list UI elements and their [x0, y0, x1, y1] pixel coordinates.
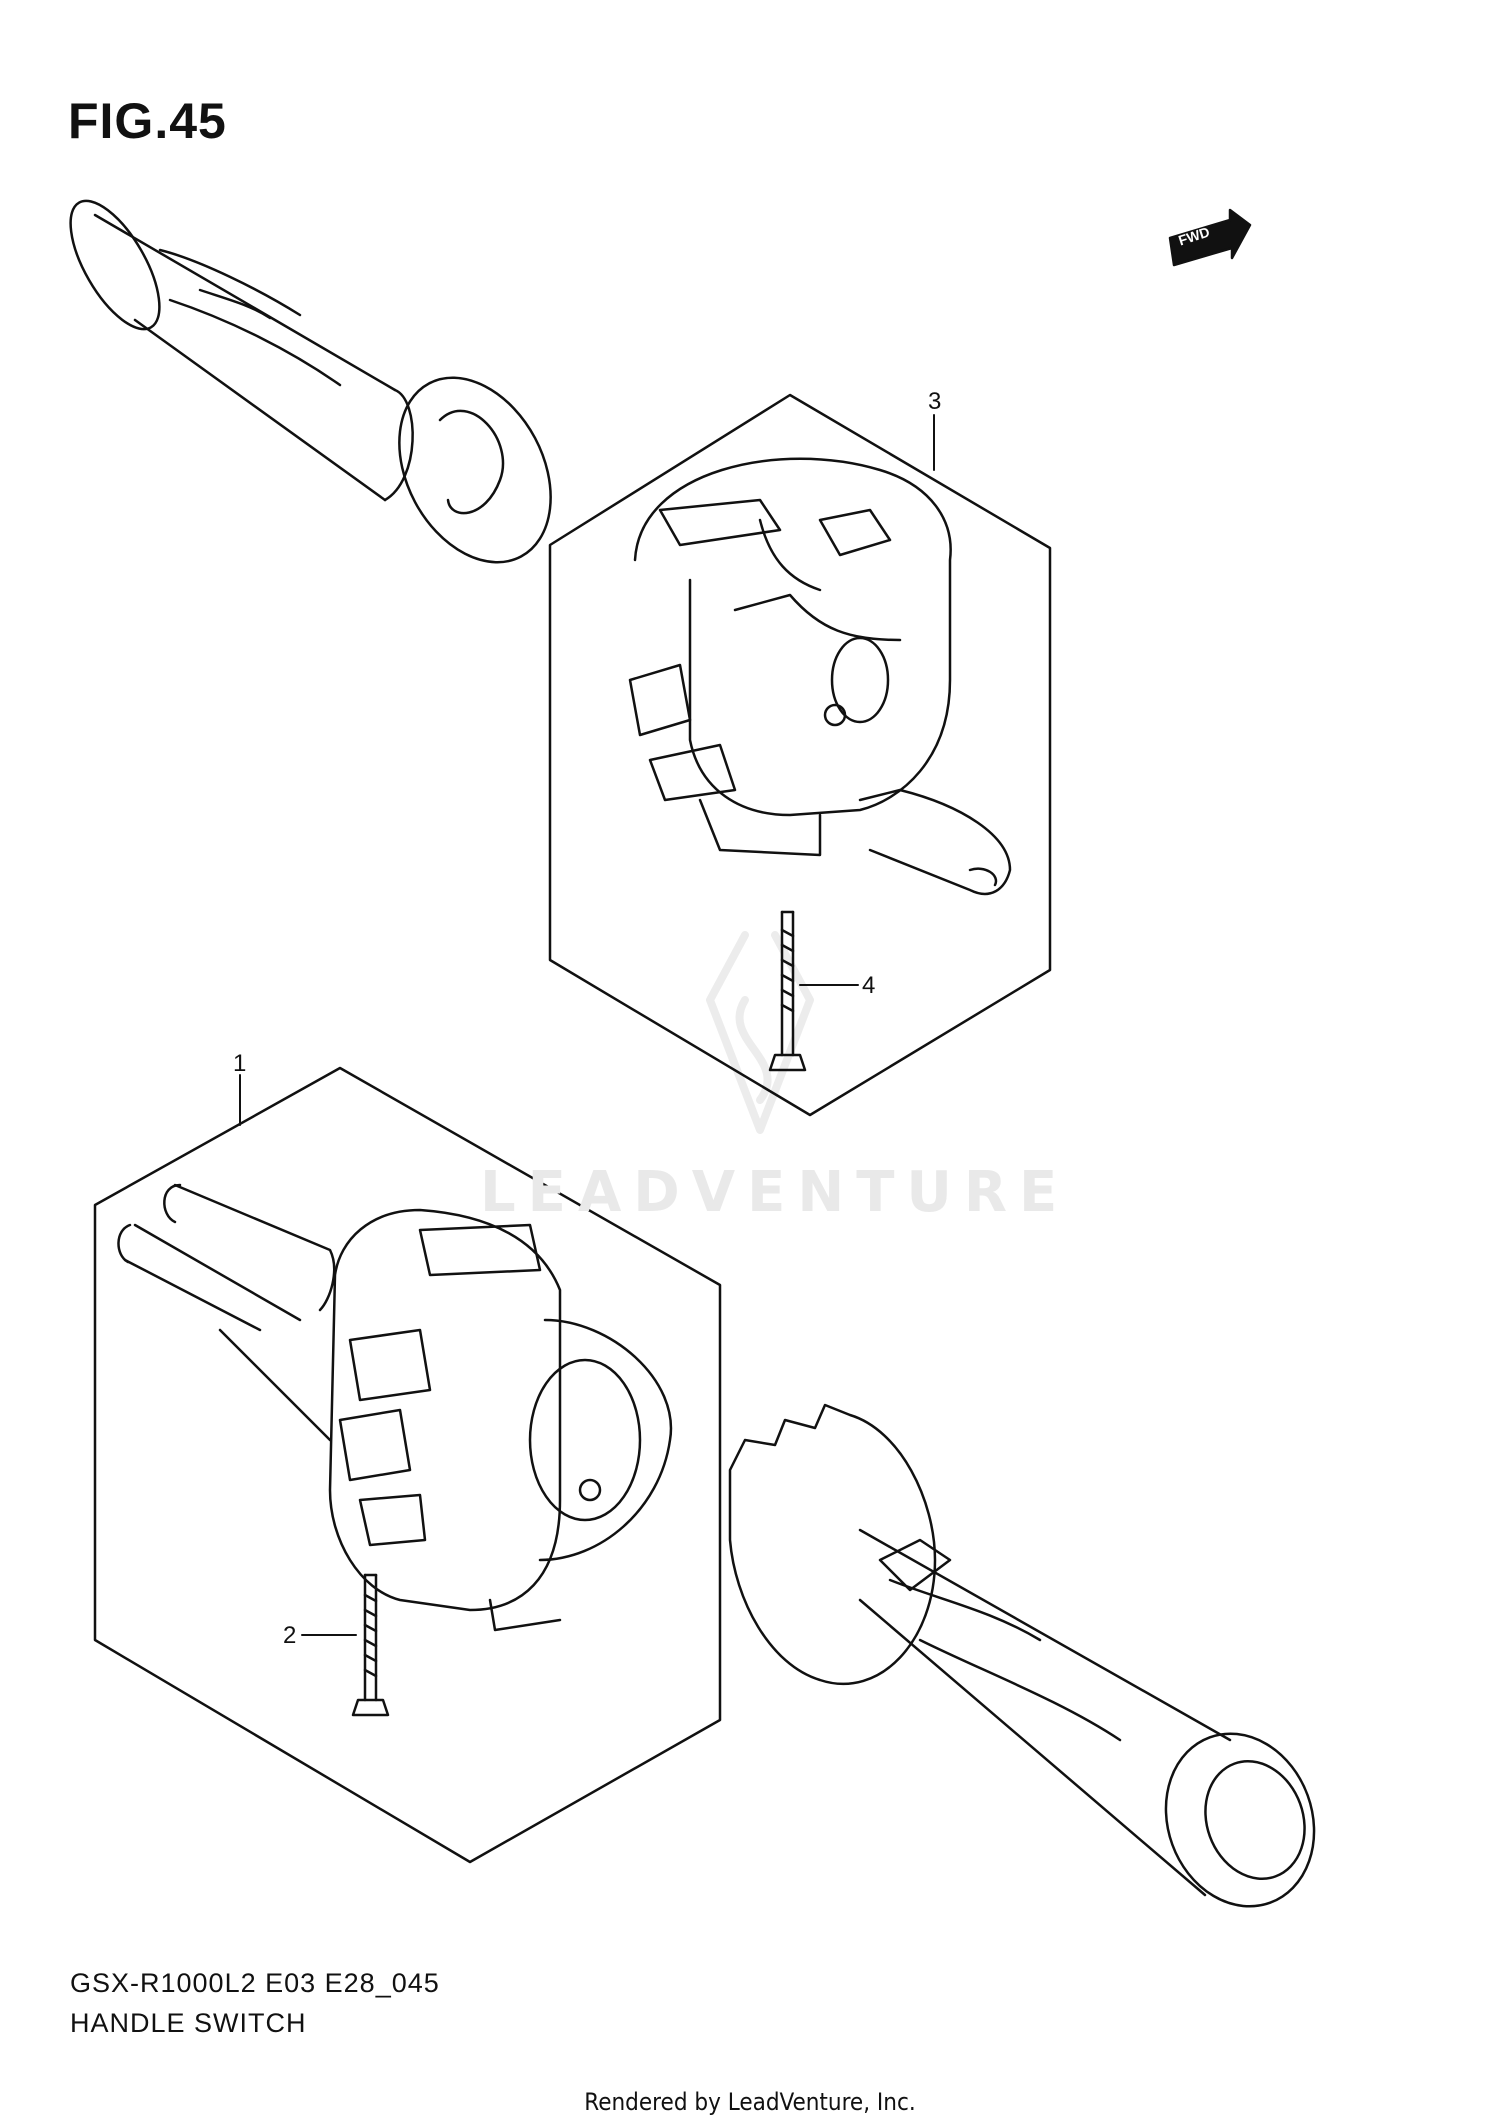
- callout-1: 1: [233, 1050, 247, 1077]
- footer-section: HANDLE SWITCH: [70, 2008, 307, 2038]
- left-handle-switch: [117, 1183, 673, 1632]
- leader-lines-left: [239, 1074, 357, 1636]
- callout-4: 4: [862, 972, 876, 999]
- leader-lines-right: [799, 414, 935, 986]
- figure-title: FIG.45: [68, 93, 227, 149]
- callout-2: 2: [283, 1622, 297, 1649]
- callout-3: 3: [928, 388, 942, 415]
- screw-2: [351, 1573, 390, 1717]
- screw-4: [768, 910, 807, 1072]
- right-handle-switch: [628, 457, 1012, 896]
- fwd-direction-arrow: [1168, 208, 1252, 267]
- footer-model: GSX-R1000L2 E03 E28_045: [70, 1968, 440, 1998]
- right-grip-lower: [728, 1403, 1316, 1908]
- left-grip-upper: [69, 199, 552, 564]
- rendered-by-credit: Rendered by LeadVenture, Inc.: [584, 2088, 916, 2116]
- watermark-text: LEADVENTURE: [480, 1160, 1070, 1225]
- switch-group-left-outline: [93, 1066, 722, 1864]
- switch-group-right-outline: [548, 393, 1052, 1117]
- watermark-logo: [706, 931, 814, 1134]
